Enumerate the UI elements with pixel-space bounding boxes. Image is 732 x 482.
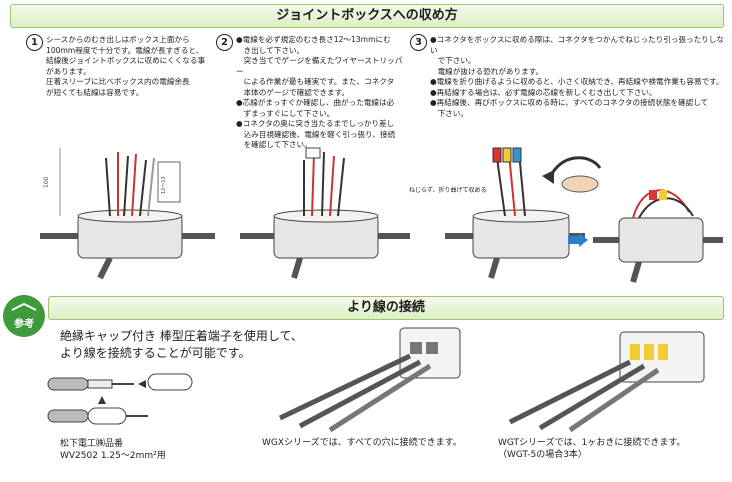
wgt-caption: WGTシリーズでは、1ヶおきに接続できます。 （WGT-5の場合3本）	[498, 438, 686, 460]
step-2-number: 2	[216, 34, 233, 51]
step-1-number: 1	[26, 34, 43, 51]
wgt-connector-figure	[508, 331, 705, 433]
section-header-stranded-wire: より線の接続	[48, 296, 724, 320]
step-1-text: シースからのむき出しはボックス上面から 100mm程度で十分です。電線が長すぎる…	[46, 35, 206, 97]
arrow-right-icon	[568, 233, 588, 247]
reference-badge-label: 参考	[14, 317, 34, 330]
step-3-number: 3	[410, 34, 427, 51]
reference-badge: 参考	[3, 295, 45, 337]
wgx-connector-figure	[278, 327, 461, 433]
joint-box-figure-1: 100 12～13	[40, 148, 215, 280]
step-3-text: ●コネクタをボックスに収める際は、コネクタをつかんでねじったり引っ張ったりしない…	[430, 35, 724, 118]
twist-note-label: ねじらず、折り曲げて収める	[409, 186, 486, 194]
maker-part-caption: 松下電工㈱品番 WV2502 1.25～2mm²用	[60, 439, 166, 461]
dimension-100-label: 100	[43, 176, 50, 188]
joint-box-figure-2	[240, 147, 410, 279]
crimp-terminal-figure	[47, 373, 193, 425]
hand-twist-icon	[542, 156, 602, 193]
dimension-strip-label: 12～13	[161, 176, 167, 194]
step-2-text: ●電線を必ず規定のむき長さ12～13mmにむ き出して下さい。 突き当てでゲージ…	[236, 35, 403, 149]
stranded-wire-lead-text: 絶縁キャップ付き 棒型圧着端子を使用して、 より線を接続することが可能です。	[60, 329, 303, 360]
section-header-joint-box: ジョイントボックスへの収め方	[10, 4, 724, 28]
joint-box-figure-3-after	[593, 189, 723, 283]
wgx-caption: WGXシリーズでは、すべての穴に接続できます。	[262, 438, 462, 448]
